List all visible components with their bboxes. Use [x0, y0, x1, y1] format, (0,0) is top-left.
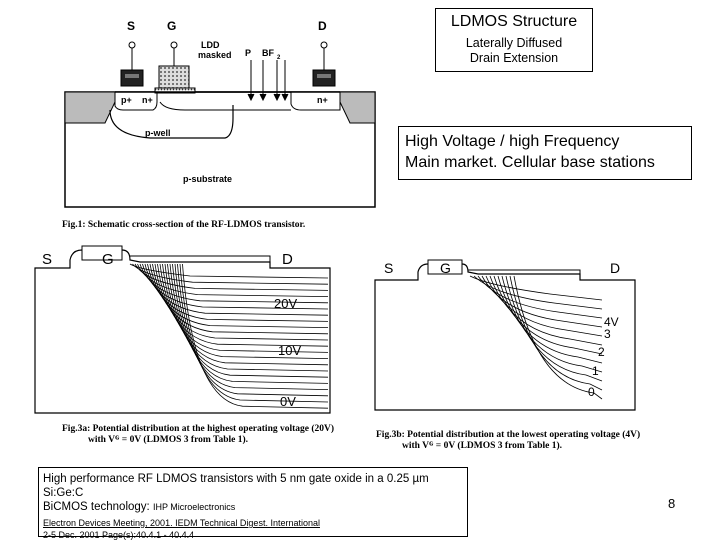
fig3a-contour-line [142, 263, 329, 310]
fig1-terminal-d: D [318, 19, 327, 33]
reference-link[interactable]: Electron Devices Meeting, 2001. IEDM Tec… [43, 518, 320, 528]
fig3b-contour-line [509, 275, 603, 391]
fig3a-contour-line [182, 263, 329, 409]
fig3a-contour-label-0v: 0V [280, 394, 296, 409]
reference-line2-main: BiCMOS technology: [43, 501, 150, 513]
fig3b-contour-label-0: 0 [588, 385, 595, 399]
fig3b-contour-line [505, 275, 603, 382]
fig3a-contour-line [132, 263, 329, 285]
fig3b-contour-label-4v: 4V [604, 315, 619, 329]
fig3b-contour-line [513, 275, 603, 400]
fig1-label-ldd: LDD [201, 40, 220, 50]
page-number: 8 [668, 496, 676, 511]
fig3b-contour-line [493, 275, 603, 355]
fig3b-contour-line [469, 275, 603, 301]
market-box: High Voltage / high Frequency Main marke… [398, 126, 692, 180]
fig3b-contour-label-3: 3 [604, 327, 611, 341]
fig3a-contour-line [149, 263, 329, 328]
fig1-label-psubstrate: p-substrate [183, 174, 232, 184]
fig1-label-pwell: p-well [145, 128, 171, 138]
reference-line1: High performance RF LDMOS transistors wi… [43, 473, 429, 499]
fig3a-terminal-d: D [282, 251, 293, 268]
fig1-label-bf-sub: 2 [277, 55, 281, 61]
fig1-cross-section-diagram: S G D LDD masked P BF 2 p+ n+ n+ p-well … [64, 19, 376, 208]
fig3b-contour-line [489, 275, 603, 346]
fig1-label-p-plus: p+ [121, 95, 132, 105]
fig3b-contour-label-1: 1 [592, 364, 599, 378]
subtitle-line1: Laterally Diffused [465, 36, 563, 50]
fig3b-contour-line [473, 275, 603, 310]
fig1-label-p: P [245, 48, 251, 58]
fig1-terminal-s: S [127, 19, 135, 33]
fig3a-caption-line1: Fig.3a: Potential distribution at the hi… [62, 424, 335, 434]
fig1-terminal-g: G [167, 19, 176, 33]
fig1-label-bf: BF [262, 48, 274, 58]
fig3b-terminal-s: S [384, 260, 393, 276]
fig3a-terminal-g: G [102, 251, 114, 268]
fig3b-contour-line [485, 275, 603, 337]
title-box: LDMOS Structure Laterally Diffused Drain… [435, 8, 593, 72]
reference-line2: BiCMOS technology: IHP Microelectronics [43, 500, 467, 514]
reference-line4: 2-5 Dec. 2001 Page(s):40.4.1 - 40.4.4 [43, 530, 195, 540]
fig3b-contour-line [481, 275, 603, 328]
slide-title: LDMOS Structure [450, 13, 578, 30]
fig3b-potential-diagram: S G D 4V 3 2 1 0 [374, 259, 636, 411]
fig1-label-n-plus-left: n+ [142, 95, 153, 105]
fig3a-caption-line2: with Vᴳ = 0V (LDMOS 3 from Table 1). [88, 435, 249, 445]
market-line1: High Voltage / high Frequency [405, 133, 620, 150]
reference-box: High performance RF LDMOS transistors wi… [38, 467, 468, 540]
fig3b-contour-label-2: 2 [598, 345, 605, 359]
market-line2: Main market. Cellular base stations [405, 154, 655, 171]
fig3a-contour-label-20v: 20V [274, 296, 297, 311]
fig3b-terminal-g: G [440, 260, 451, 276]
subtitle-line2: Drain Extension [469, 51, 559, 65]
fig3b-caption-line2: with Vᴳ = 0V (LDMOS 3 from Table 1). [402, 441, 563, 451]
fig3a-potential-diagram: S G D 20V 10V 0V [34, 245, 331, 414]
fig1-label-masked: masked [198, 50, 232, 60]
fig3a-terminal-s: S [42, 251, 52, 268]
fig3a-contour-line [139, 263, 329, 304]
fig3a-caption: Fig.3a: Potential distribution at the hi… [62, 424, 352, 446]
fig1-label-n-plus-right: n+ [317, 95, 328, 105]
fig3a-contour-label-10v: 10V [278, 343, 301, 358]
fig3b-contour-line [477, 275, 603, 319]
fig3a-contour-line [137, 263, 329, 297]
fig3a-contour-line [144, 263, 329, 316]
fig1-caption: Fig.1: Schematic cross-section of the RF… [62, 220, 306, 230]
fig3b-caption-line1: Fig.3b: Potential distribution at the lo… [376, 430, 641, 440]
fig3b-contour-line [501, 275, 603, 373]
fig3b-terminal-d: D [610, 260, 620, 276]
reference-line2-small: IHP Microelectronics [152, 502, 236, 512]
fig3b-caption: Fig.3b: Potential distribution at the lo… [376, 430, 676, 452]
